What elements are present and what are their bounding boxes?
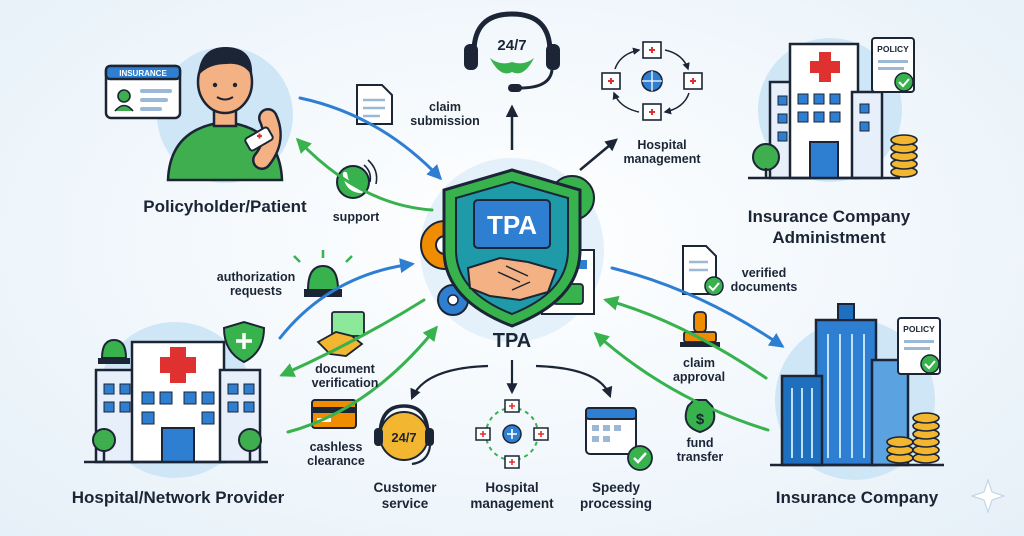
insurance-card-text: INSURANCE bbox=[119, 69, 167, 78]
headset-icon: 24/7 bbox=[464, 11, 560, 92]
service-label-hospital-management-line2: management bbox=[470, 496, 554, 511]
service-label-speedy-processing: Speedy processing bbox=[566, 480, 666, 512]
policyholder-illustration: INSURANCE bbox=[104, 46, 293, 183]
service-label-speedy-processing-line1: Speedy bbox=[591, 480, 641, 495]
node-title-hospital-provider: Hospital/Network Provider bbox=[71, 488, 285, 507]
flow-label-authorization-requests-line2: requests bbox=[229, 284, 283, 298]
arrow-authorization-requests bbox=[278, 258, 415, 340]
service-label-customer-service: Customer service bbox=[360, 480, 450, 512]
arrow-document-verification bbox=[279, 298, 426, 377]
hospital-network-small-icon bbox=[475, 399, 549, 469]
node-title-policyholder: Policyholder/Patient bbox=[143, 197, 307, 216]
service-label-speedy-processing-line2: processing bbox=[579, 496, 653, 511]
svg-text:$: $ bbox=[696, 411, 705, 428]
hospital-illustration bbox=[84, 320, 268, 478]
branch-speedy-processing bbox=[535, 364, 613, 399]
siren-icon bbox=[293, 250, 353, 297]
flow-label-claim-submission-line2: submission bbox=[410, 114, 480, 128]
calendar-icon bbox=[585, 407, 653, 471]
node-title-insurance-admin-line2: Administment bbox=[772, 228, 886, 247]
flow-label-verified-documents-line1: verified bbox=[741, 266, 787, 280]
flow-label-authorization-requests: authorization requests bbox=[204, 270, 308, 298]
service-label-hospital-management: Hospital management bbox=[460, 480, 564, 512]
headset-24-7-text: 24/7 bbox=[497, 37, 526, 54]
handshake-document-icon bbox=[316, 311, 365, 357]
flow-label-authorization-requests-line1: authorization bbox=[216, 270, 296, 284]
flow-label-claim-approval-line1: claim bbox=[683, 356, 715, 370]
flow-label-claim-submission: claim submission bbox=[400, 100, 490, 128]
hospital-network-icon bbox=[601, 41, 703, 121]
node-title-insurance-company: Insurance Company bbox=[775, 488, 939, 507]
flow-label-claim-approval-line2: approval bbox=[672, 370, 726, 384]
flow-label-claim-submission-line1: claim bbox=[429, 100, 461, 114]
tpa-badge-text: TPA bbox=[487, 210, 537, 240]
flow-label-document-verification-line1: document bbox=[315, 362, 375, 376]
document-icon bbox=[356, 84, 393, 125]
node-title-insurance-admin: Insurance Company Administment bbox=[700, 206, 958, 248]
tpa-hub: TPA bbox=[420, 158, 604, 342]
arrow-claim-approval bbox=[603, 295, 768, 380]
flow-label-support: support bbox=[332, 210, 380, 224]
flow-label-fund-transfer: fund transfer bbox=[668, 436, 732, 464]
sparkle-icon bbox=[970, 478, 1006, 514]
policy-doc-top-text: POLICY bbox=[877, 44, 909, 54]
arrow-to-hospital-management bbox=[579, 138, 618, 171]
service-label-hospital-management-line1: Hospital bbox=[485, 480, 539, 495]
flow-label-fund-transfer-line2: transfer bbox=[676, 450, 724, 464]
arrow-support bbox=[295, 137, 434, 212]
service-label-customer-service-line2: service bbox=[381, 496, 429, 511]
flow-label-verified-documents: verified documents bbox=[716, 266, 812, 294]
flow-label-cashless-clearance: cashless clearance bbox=[296, 440, 376, 468]
customer-service-headset-icon: 24/7 bbox=[374, 404, 434, 466]
arrow-cashless-clearance bbox=[286, 325, 438, 434]
insurance-company-illustration: POLICY bbox=[770, 303, 944, 480]
flow-label-fund-transfer-line1: fund bbox=[686, 436, 714, 450]
service-label-customer-service-line1: Customer bbox=[373, 480, 437, 495]
arrow-claim-submission bbox=[298, 96, 443, 181]
stamp-icon bbox=[680, 311, 720, 347]
branch-customer-service bbox=[410, 364, 489, 401]
flow-label-cashless-clearance-line2: clearance bbox=[307, 454, 365, 468]
customer-service-24-7-text: 24/7 bbox=[391, 430, 416, 445]
tpa-label: TPA bbox=[492, 330, 532, 352]
insurance-admin-illustration: POLICY bbox=[748, 37, 918, 182]
flow-label-hospital-management-top-line2: management bbox=[623, 152, 701, 166]
arrow-verified-documents bbox=[610, 266, 785, 348]
flow-label-document-verification-line2: verification bbox=[311, 376, 379, 390]
flow-label-hospital-management-top-line1: Hospital bbox=[637, 138, 687, 152]
arrow-fund-transfer bbox=[593, 332, 770, 432]
flow-label-document-verification: document verification bbox=[300, 362, 390, 390]
flow-label-verified-documents-line2: documents bbox=[730, 280, 798, 294]
flow-label-hospital-management-top: Hospital management bbox=[612, 138, 712, 166]
flow-label-cashless-clearance-line1: cashless bbox=[309, 440, 363, 454]
policy-doc-bottom-text: POLICY bbox=[903, 324, 935, 334]
flow-label-claim-approval: claim approval bbox=[664, 356, 734, 384]
node-title-insurance-admin-line1: Insurance Company bbox=[747, 207, 911, 226]
verified-document-icon bbox=[682, 245, 724, 296]
